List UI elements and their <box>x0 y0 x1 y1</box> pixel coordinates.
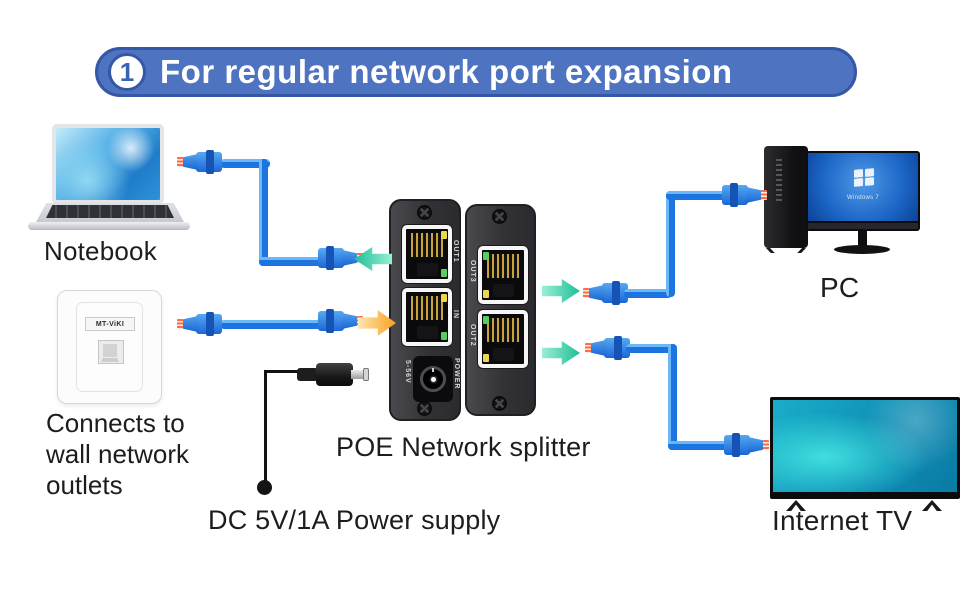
port-in-label: IN <box>452 310 459 319</box>
cable-segment <box>666 191 675 297</box>
port-pins <box>411 233 443 257</box>
rj45-connector-icon <box>582 281 628 305</box>
pc-monitor: Windows 7 <box>806 151 920 231</box>
led-yellow <box>483 354 489 362</box>
rj45-connector-icon <box>318 309 364 333</box>
led-yellow <box>483 290 489 298</box>
tv-leg <box>922 500 942 511</box>
power-caption: DC 5V/1A Power supply <box>208 505 501 535</box>
wall-outlet-caption: Connects to wall network outlets <box>46 408 189 501</box>
screw-icon <box>417 205 432 220</box>
cable-segment <box>259 257 325 266</box>
rj45-connector-icon <box>176 312 222 336</box>
wall-caption-line1: Connects to <box>46 408 185 438</box>
led-green <box>483 316 489 324</box>
windows-screen-text: Windows 7 <box>846 195 880 201</box>
tv-label: Internet TV <box>772 505 913 536</box>
wall-rj45-jack <box>98 340 124 364</box>
port-pins <box>487 318 519 342</box>
power-wire-end <box>257 480 272 495</box>
cable-segment <box>259 159 268 266</box>
wall-plate-brand: MT-ViKI <box>85 317 135 331</box>
banner-title: For regular network port expansion <box>160 53 733 90</box>
port-in <box>402 288 452 346</box>
step-number-badge: 1 <box>108 53 146 91</box>
wall-jack-opening <box>103 344 117 357</box>
led-green <box>483 252 489 260</box>
cable-segment <box>624 289 672 298</box>
dc-plug-barrel <box>316 363 353 386</box>
windows-logo-icon <box>854 168 874 187</box>
laptop-base <box>28 222 190 230</box>
cable-segment <box>668 441 730 450</box>
led-yellow <box>441 231 447 239</box>
pc-label: PC <box>820 272 860 303</box>
power-wire <box>266 370 300 373</box>
splitter-caption: POE Network splitter <box>336 432 591 462</box>
port-slot <box>416 326 438 339</box>
rj45-connector-icon <box>722 183 768 207</box>
cable-segment <box>220 159 270 168</box>
pc-monitor-base <box>834 245 890 254</box>
port-slot <box>492 284 514 297</box>
wall-caption-line3: outlets <box>46 470 123 500</box>
tv-frame <box>770 397 960 499</box>
notebook-label: Notebook <box>44 236 157 266</box>
port-pins <box>487 254 519 278</box>
power-label: POWER <box>453 358 460 390</box>
dc-jack-ring <box>420 366 446 392</box>
rj45-connector-icon <box>176 150 222 174</box>
led-green <box>441 269 447 277</box>
port-out1-label: OUT1 <box>452 240 459 263</box>
port-out1 <box>402 225 452 283</box>
port-out2 <box>478 310 528 368</box>
pc-tower <box>764 146 808 248</box>
tv-screen <box>773 400 957 492</box>
power-wire <box>264 370 267 485</box>
screw-icon <box>492 396 507 411</box>
cable-segment <box>668 344 677 450</box>
rj45-connector-icon <box>584 336 630 360</box>
dc-plug-neck <box>297 368 318 381</box>
port-out3-label: OUT3 <box>469 260 476 283</box>
voltage-label: 5-56V <box>404 360 411 384</box>
dc-plug-tip <box>351 370 365 379</box>
pc-monitor-screen: Windows 7 <box>808 153 918 221</box>
pc-monitor-stand <box>858 231 867 246</box>
cable-segment <box>626 344 676 353</box>
laptop-keys <box>46 205 174 218</box>
dc-power-jack <box>413 356 453 402</box>
port-out3 <box>478 246 528 304</box>
port-pins <box>411 296 443 320</box>
step-banner: 1 For regular network port expansion <box>95 47 857 97</box>
flow-arrow-out3 <box>542 279 580 303</box>
led-green <box>441 332 447 340</box>
screw-icon <box>492 209 507 224</box>
wall-jack-clip <box>101 358 119 362</box>
rj45-connector-icon <box>724 433 770 457</box>
port-out2-label: OUT2 <box>469 324 476 347</box>
dc-plug-cap <box>363 368 369 381</box>
wall-caption-line2: wall network <box>46 439 190 469</box>
wall-plate: MT-ViKI <box>57 290 162 404</box>
cable-segment <box>220 320 324 329</box>
flow-arrow-out2 <box>542 341 580 365</box>
port-slot <box>492 348 514 361</box>
port-slot <box>416 263 438 276</box>
cable-segment <box>666 191 728 200</box>
screw-icon <box>417 401 432 416</box>
led-yellow <box>441 294 447 302</box>
pc-monitor-chin <box>808 223 918 229</box>
laptop-screen <box>52 124 164 204</box>
